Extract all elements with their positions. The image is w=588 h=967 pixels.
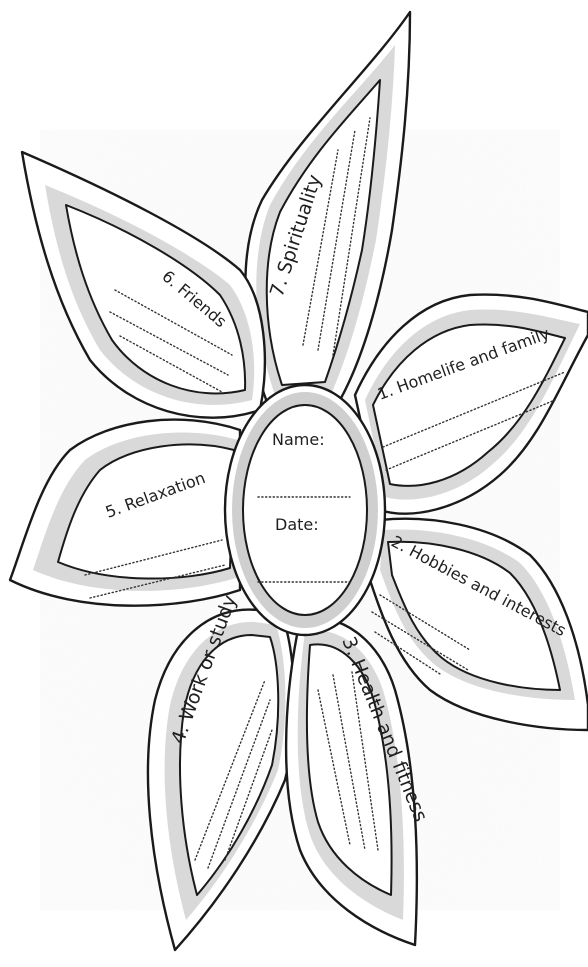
flower-centre	[225, 385, 385, 635]
name-label: Name:	[272, 430, 325, 449]
date-label: Date:	[275, 515, 319, 534]
